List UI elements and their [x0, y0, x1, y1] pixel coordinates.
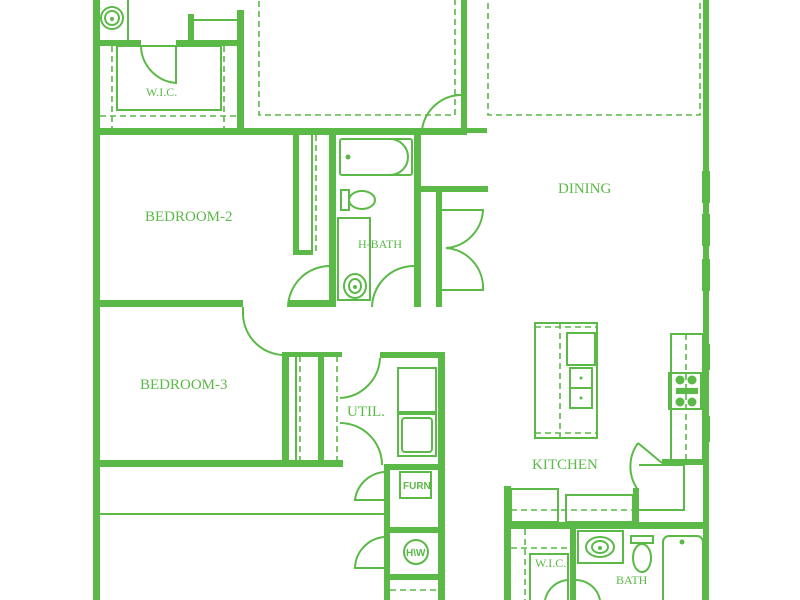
closet-doors[interactable] — [442, 209, 485, 291]
dryer — [397, 413, 437, 457]
door[interactable] — [339, 422, 383, 466]
room-label-util: UTIL. — [347, 404, 385, 420]
room-label-bedroom-3: BEDROOM-3 — [140, 377, 228, 393]
room-label-wic-bottom: W.I.C. — [535, 556, 566, 570]
wall — [237, 10, 244, 134]
wall — [188, 14, 194, 44]
room-label-wic-top: W.I.C. — [146, 85, 177, 99]
door[interactable] — [544, 579, 569, 600]
door[interactable] — [242, 307, 289, 357]
wall — [282, 352, 289, 466]
wall — [414, 186, 488, 192]
wall — [93, 300, 243, 307]
door[interactable] — [371, 265, 415, 308]
door[interactable] — [353, 536, 385, 569]
washer — [397, 367, 437, 413]
wall — [293, 135, 299, 255]
wall — [438, 352, 445, 600]
room-label-kitchen: KITCHEN — [532, 457, 598, 473]
wall — [467, 128, 487, 133]
wall — [380, 352, 444, 358]
wall — [93, 128, 467, 135]
room-label-dining: DINING — [558, 181, 611, 197]
furnace-label: FURN — [403, 481, 431, 492]
water-heater-label: H\W — [406, 548, 426, 559]
sink-icon — [343, 273, 367, 299]
door[interactable] — [353, 471, 385, 501]
wall — [461, 0, 467, 130]
door[interactable] — [575, 579, 601, 600]
room-label-bedroom-2: BEDROOM-2 — [145, 209, 233, 225]
sink-icon — [100, 6, 124, 30]
toilet-icon — [630, 535, 654, 573]
wall — [93, 460, 343, 467]
wall — [176, 40, 240, 46]
room-label-h-bath: H-BATH — [358, 237, 402, 251]
wall — [93, 40, 141, 46]
wall — [329, 135, 336, 307]
stove-icon — [668, 372, 702, 410]
door[interactable] — [287, 265, 331, 308]
door[interactable] — [629, 442, 663, 491]
kitchen-island — [534, 322, 598, 439]
toilet-icon — [340, 189, 376, 211]
wall — [504, 522, 709, 529]
wall-right-exterior — [703, 0, 709, 600]
door[interactable] — [421, 94, 462, 131]
room-label-bath: BATH — [616, 573, 648, 587]
door[interactable] — [339, 357, 381, 399]
sink-icon — [569, 367, 593, 409]
wall — [414, 135, 421, 307]
sink-icon — [585, 536, 615, 558]
